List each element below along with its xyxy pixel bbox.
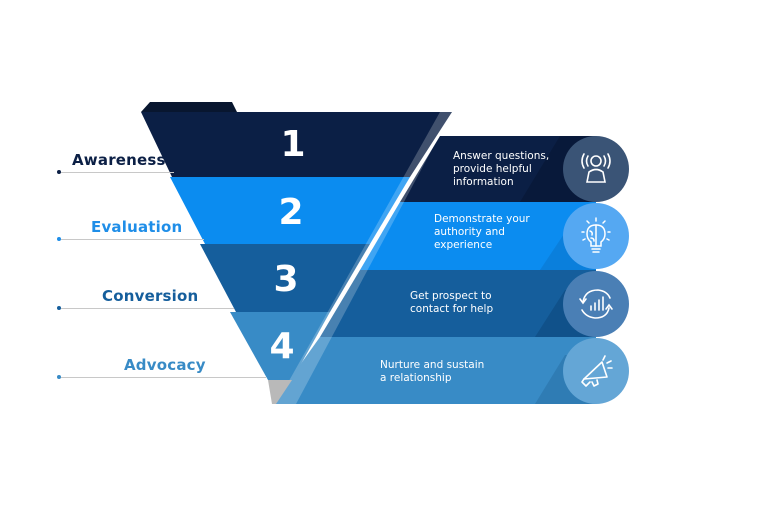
fold-shadow	[268, 380, 292, 404]
desc-3-line-2: contact for help	[410, 303, 494, 315]
stage-dot-awareness	[57, 170, 61, 174]
tier-1-shape	[141, 112, 452, 177]
desc-2-line-2: authority and	[434, 226, 505, 238]
stage-label-conversion: Conversion	[102, 287, 199, 305]
stage-label-awareness: Awareness	[72, 151, 166, 169]
icon-circle-1	[563, 136, 629, 202]
stage-description-1: Answer questions, provide helpful inform…	[453, 150, 549, 189]
icon-circle-3	[563, 271, 629, 337]
brain-lightbulb-icon	[581, 217, 611, 253]
tier-2-shape	[170, 177, 410, 244]
stage-dot-conversion	[57, 306, 61, 310]
stage-line-evaluation	[59, 239, 204, 240]
panel-2	[360, 202, 596, 270]
stage-number-2: 2	[278, 192, 304, 233]
tier-1-tab	[141, 102, 237, 112]
desc-3-line-1: Get prospect to	[410, 290, 492, 302]
stage-label-evaluation: Evaluation	[91, 218, 183, 236]
tier-3-shape	[200, 244, 370, 312]
desc-1-line-2: provide helpful	[453, 163, 532, 175]
stage-dot-evaluation	[57, 237, 61, 241]
stage-number-4: 4	[269, 326, 295, 367]
stage-label-advocacy: Advocacy	[124, 356, 206, 374]
desc-2-line-3: experience	[434, 239, 493, 251]
panel-4	[272, 337, 596, 404]
stage-description-4: Nurture and sustain a relationship	[380, 359, 484, 385]
stage-description-3: Get prospect to contact for help	[410, 290, 493, 316]
stage-number-1: 1	[280, 124, 306, 165]
stage-number-3: 3	[273, 259, 299, 300]
tier-4-shape	[230, 312, 330, 380]
icon-circle-2	[563, 203, 629, 269]
stage-line-awareness	[59, 172, 174, 173]
desc-4-line-1: Nurture and sustain	[380, 359, 485, 371]
desc-2-line-1: Demonstrate your	[434, 213, 530, 225]
stage-line-advocacy	[59, 377, 266, 378]
stage-dot-advocacy	[57, 375, 61, 379]
megaphone-icon	[581, 355, 613, 387]
person-broadcast-icon	[581, 153, 611, 183]
growth-cycle-icon	[579, 289, 613, 319]
stage-line-conversion	[59, 308, 234, 309]
desc-1-line-1: Answer questions,	[453, 150, 550, 162]
desc-1-line-3: information	[453, 176, 514, 188]
diagonal-stripe	[276, 112, 452, 404]
icon-circle-4	[563, 338, 629, 404]
stage-description-2: Demonstrate your authority and experienc…	[434, 213, 530, 252]
desc-4-line-2: a relationship	[380, 372, 452, 384]
panel-3	[320, 270, 596, 337]
